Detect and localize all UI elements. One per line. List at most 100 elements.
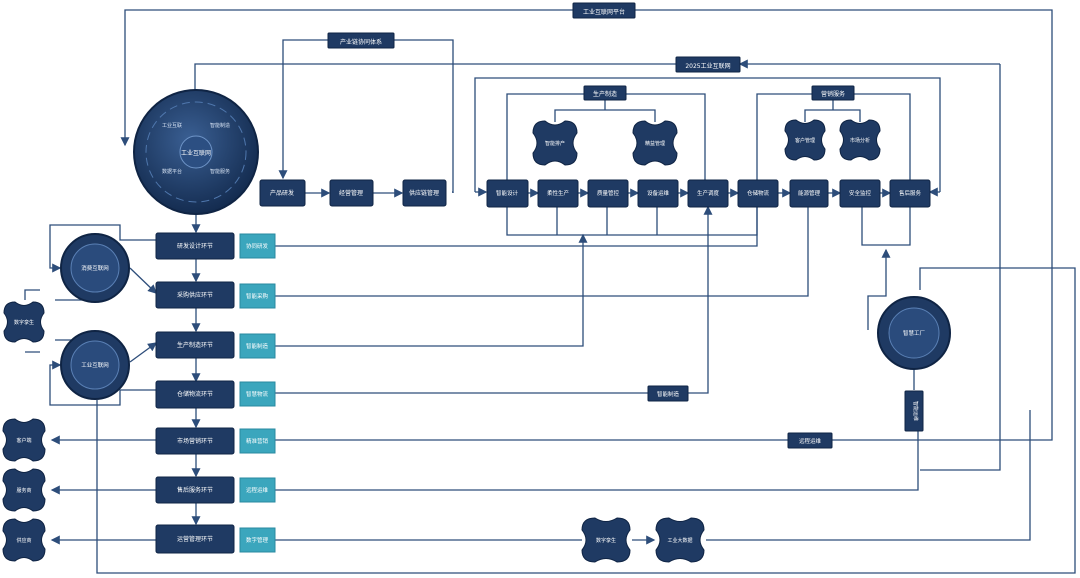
group-a-header-node: 生产制造 (583, 85, 627, 101)
line-tag-3 (275, 233, 588, 347)
stack-node-7: 运营管理环节 (155, 524, 235, 554)
tag-node-1: 协同研发 (239, 233, 276, 259)
connectors (24, 9, 1076, 574)
prod-label-6: 仓储物流 (747, 189, 770, 197)
tag-label-4: 智慧物流 (246, 390, 269, 398)
line-left-circle-1 (49, 224, 156, 273)
left-circle-label-1: 消费互联网 (81, 264, 109, 272)
prod-node-2: 柔性生产 (537, 179, 579, 208)
prod-label-9: 售后服务 (899, 189, 922, 197)
line-left-circle-2 (49, 360, 156, 406)
stack-label-7: 运营管理环节 (177, 535, 213, 543)
line-tag-1 (275, 207, 758, 247)
stack-node-5: 市场营销环节 (155, 427, 235, 455)
flow-label-1: 产品研发 (270, 189, 294, 197)
tag-node-4: 智慧物流 (239, 381, 276, 407)
left-small-cross-label: 数字孪生 (14, 319, 34, 326)
vertical-box-label: 智能运维 (912, 401, 919, 421)
bottom-cross-label-1: 数字孪生 (596, 537, 616, 544)
tag-label-7: 数字管理 (246, 536, 269, 544)
left-cross-node-3: 供应商 (2, 518, 46, 562)
bottom-cross-node-2: 工业大数据 (655, 517, 705, 563)
line-tag-2 (275, 207, 809, 297)
cross-node-b1: 客户管理 (784, 119, 826, 161)
left-cross-label-2: 服务商 (16, 487, 31, 494)
line-far-left (96, 267, 1076, 574)
stack-label-2: 采购供应环节 (177, 291, 213, 299)
line-under-row-ticks (556, 207, 658, 235)
hub-node: 工业互联网 工业互联 智能制造 数据平台 智能服务 (133, 89, 259, 215)
hub-center-label: 工业互联网 (181, 149, 211, 157)
stack-label-1: 研发设计环节 (177, 242, 213, 250)
tag-label-1: 协同研发 (246, 242, 269, 250)
line-bottom-right (706, 410, 1031, 541)
prod-node-3: 质量管控 (587, 179, 629, 208)
left-cross-node-1: 客户端 (2, 418, 46, 462)
line-under-row (506, 207, 758, 236)
mid-box-label-1: 智能制造 (657, 390, 680, 398)
line-right-circle-up (867, 248, 891, 330)
line-ga-mid (554, 100, 656, 122)
flow-node-1: 产品研发 (259, 179, 306, 207)
industry-system-node: 产业链协同体系 (327, 32, 395, 49)
platform-2025-label: 2025工业互联网 (685, 62, 730, 70)
right-circle-node: 智慧工厂 (877, 296, 951, 370)
prod-node-1: 智能设计 (486, 179, 529, 208)
line-top-banner-left (120, 9, 606, 147)
line-left-circle-2b (129, 342, 158, 363)
line-left-circle-1b (129, 267, 157, 294)
prod-label-7: 能源管理 (798, 189, 821, 197)
bottom-cross-label-2: 工业大数据 (667, 537, 692, 544)
tag-label-3: 智能制造 (246, 342, 269, 350)
platform-2025-node: 2025工业互联网 (675, 56, 741, 73)
stack-label-3: 生产制造环节 (177, 341, 213, 349)
cross-label-a2: 精益管理 (645, 140, 665, 147)
left-cross-label-3: 供应商 (16, 537, 31, 544)
stack-label-6: 售后服务环节 (177, 486, 213, 494)
line-tag-6 (275, 430, 919, 491)
tag-node-6: 远程运维 (239, 477, 276, 503)
tag-label-6: 远程运维 (246, 486, 269, 494)
mid-box-node-2: 远程运维 (787, 432, 833, 449)
prod-label-4: 设备运维 (647, 189, 670, 197)
tag-node-3: 智能制造 (239, 333, 276, 359)
cross-label-a1: 智能排产 (545, 140, 565, 147)
stack-node-2: 采购供应环节 (155, 281, 235, 309)
tag-label-5: 精准营销 (246, 437, 269, 445)
prod-node-6: 仓储物流 (737, 179, 779, 208)
top-banner-label: 工业互联网平台 (583, 8, 625, 16)
hub-ring-label-2: 智能制造 (210, 122, 230, 129)
stack-node-3: 生产制造环节 (155, 331, 235, 359)
line-2025-right-down (920, 64, 1001, 471)
flow-node-2: 经营管理 (329, 179, 374, 207)
left-cross-label-1: 客户端 (16, 437, 31, 444)
group-a-header-label: 生产制造 (593, 90, 617, 98)
line-2025-left (194, 63, 708, 90)
flow-label-3: 供应链管理 (409, 189, 439, 197)
stack-label-5: 市场营销环节 (177, 437, 213, 445)
prod-label-1: 智能设计 (496, 189, 519, 197)
vertical-box-node: 智能运维 (904, 390, 924, 432)
mid-box-label-2: 远程运维 (799, 437, 822, 445)
left-circle-label-2: 工业互联网 (81, 361, 109, 369)
tag-node-7: 数字管理 (239, 527, 276, 553)
cross-label-b1: 客户管理 (795, 137, 815, 144)
left-circle-node-2: 工业互联网 (60, 330, 130, 400)
cross-node-a1: 智能排产 (532, 120, 578, 166)
stack-node-1: 研发设计环节 (155, 232, 235, 260)
prod-node-8: 安全监控 (839, 179, 881, 208)
line-under-row-2 (861, 207, 911, 246)
line-industry-left (278, 39, 360, 180)
tag-label-2: 智能采购 (246, 292, 269, 300)
prod-node-7: 能源管理 (789, 179, 829, 208)
prod-node-9: 售后服务 (889, 179, 931, 208)
line-tag-4b (688, 205, 713, 394)
bottom-cross-node-1: 数字孪生 (581, 517, 631, 563)
hub-ring-label-1: 工业互联 (162, 122, 182, 129)
tag-node-2: 智能采购 (239, 283, 276, 309)
group-b-header-label: 营销服务 (821, 90, 845, 98)
cross-node-b2: 市场分析 (839, 119, 881, 161)
line-prod-frame (474, 77, 941, 192)
mid-box-node-1: 智能制造 (647, 385, 689, 402)
top-banner-node: 工业互联网平台 (572, 2, 636, 19)
